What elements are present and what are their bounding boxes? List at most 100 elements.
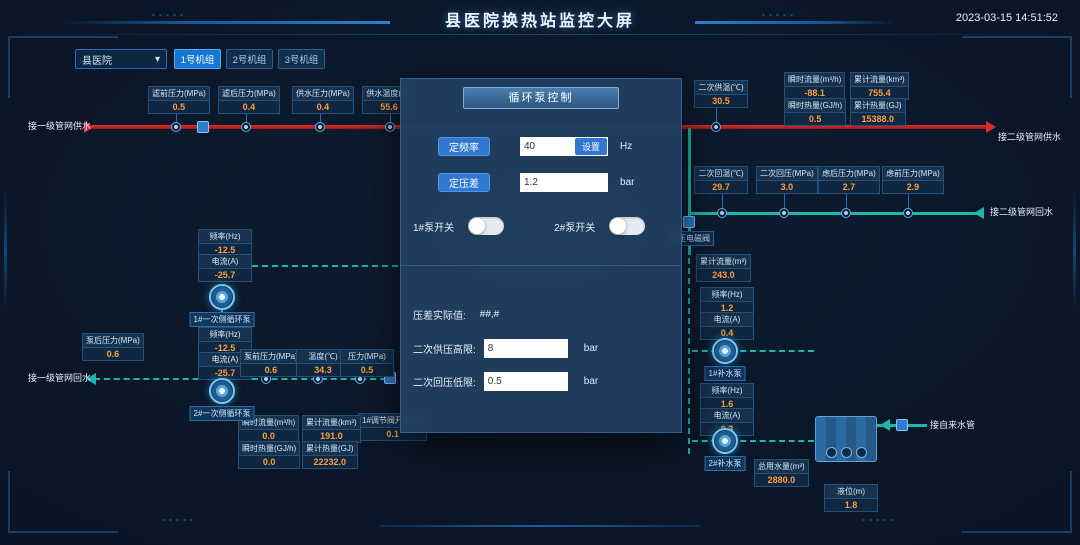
sensor-box: 泵前压力(MPa)0.6 xyxy=(240,349,302,377)
tank-port-icon xyxy=(825,447,837,458)
sensor-label: 频率(Hz) xyxy=(198,229,252,243)
tank-port-icon xyxy=(855,447,867,458)
pump-icon xyxy=(712,428,738,454)
sensor-connector xyxy=(908,192,909,212)
sensor-label: 累计流量(m³) xyxy=(696,254,751,268)
gauge-icon xyxy=(711,122,721,132)
sensor-value: 2.9 xyxy=(882,180,944,194)
chevron-down-icon: ▾ xyxy=(154,53,160,65)
tank-port-icon xyxy=(840,447,852,458)
sensor-label: 虑后压力(MPa) xyxy=(818,166,880,180)
actual-pressure-value: ##,# xyxy=(479,309,500,320)
flow-arrow-icon xyxy=(86,373,96,385)
actual-pressure-label: 压差实际值: xyxy=(413,311,466,322)
sensor-label: 频率(Hz) xyxy=(198,327,252,341)
tab-unit-1[interactable]: 1号机组 xyxy=(174,49,221,69)
pump-icon xyxy=(712,338,738,364)
sensor-box: 累计热量(GJ)15388.0 xyxy=(850,98,906,126)
pump-icon xyxy=(209,284,235,310)
unit-tabs: 1号机组 2号机组 3号机组 xyxy=(174,49,325,69)
pump2-switch-label: 2#泵开关 xyxy=(554,222,596,234)
sensor-value: 0.0 xyxy=(238,455,301,469)
toggle-knob xyxy=(610,218,627,234)
gauge-icon xyxy=(779,208,789,218)
back-pressure-valve-icon xyxy=(683,216,695,228)
sensor-label: 电流(A) xyxy=(700,408,754,422)
sensor-label: 累计流量(km³) xyxy=(850,72,909,86)
sensor-box: 电流(A)-25.7 xyxy=(198,254,252,282)
supply-high-limit-input[interactable] xyxy=(483,339,568,358)
gauge-icon xyxy=(241,122,251,132)
sensor-box: 二次回温(℃)29.7 xyxy=(694,166,748,194)
sensor-label: 电流(A) xyxy=(700,312,754,326)
sensor-connector xyxy=(246,112,247,126)
water-tank xyxy=(815,416,877,462)
sensor-value: 0.5 xyxy=(784,112,847,126)
sensor-value: 2.7 xyxy=(818,180,880,194)
flow-arrow-icon xyxy=(84,121,94,133)
apply-frequency-button[interactable]: 设置 xyxy=(575,138,607,155)
flow-arrow-icon xyxy=(880,419,890,431)
gauge-icon xyxy=(385,122,395,132)
sensor-connector xyxy=(390,112,391,126)
sensor-box: 累计流量(km³)191.0 xyxy=(302,415,361,443)
sensor-connector xyxy=(722,192,723,212)
supply-high-limit-unit: bar xyxy=(583,343,599,354)
gauge-icon xyxy=(717,208,727,218)
return-low-limit-unit: bar xyxy=(583,376,599,387)
sensor-label: 频率(Hz) xyxy=(700,287,754,301)
sensor-box: 二次回压(MPa)3.0 xyxy=(756,166,818,194)
sensor-value: 34.3 xyxy=(296,363,350,377)
tank-inlet-valve-icon xyxy=(896,419,908,431)
pressure-input-wrap xyxy=(520,173,608,192)
sensor-box: 液位(m)1.8 xyxy=(824,484,878,512)
station-select-value: 县医院 xyxy=(82,55,112,67)
sensor-label: 压力(MPa) xyxy=(340,349,394,363)
set-frequency-button[interactable]: 定频率 xyxy=(438,137,490,156)
tab-unit-2[interactable]: 2号机组 xyxy=(226,49,273,69)
pressure-diff-input[interactable] xyxy=(520,173,608,192)
flow-arrow-icon xyxy=(986,121,996,133)
sensor-box: 滤前压力(MPa)0.5 xyxy=(148,86,210,114)
gauge-icon xyxy=(903,208,913,218)
sensor-label: 二次回温(℃) xyxy=(694,166,748,180)
pump1-switch-label: 1#泵开关 xyxy=(413,222,455,234)
gauge-icon xyxy=(841,208,851,218)
pump-label: 2#一次侧循环泵 xyxy=(189,406,255,421)
sensor-label: 总用水量(m³) xyxy=(754,459,809,473)
sensor-box: 频率(Hz)-12.5 xyxy=(198,229,252,257)
tab-unit-3[interactable]: 3号机组 xyxy=(278,49,325,69)
sensor-value: 29.7 xyxy=(694,180,748,194)
pipe-label-secondary-return: 接二级管网回水 xyxy=(990,207,1054,217)
pump1-switch[interactable] xyxy=(468,217,505,235)
pump2-switch[interactable] xyxy=(609,217,646,235)
station-select[interactable]: 县医院 ▾ xyxy=(75,49,167,69)
sensor-connector xyxy=(320,112,321,126)
pressure-unit: bar xyxy=(620,177,635,188)
pipe-label-primary-supply: 接一级管网供水 xyxy=(28,121,92,131)
set-pressure-diff-button[interactable]: 定压差 xyxy=(438,173,490,192)
sensor-box: 二次供温(℃)30.5 xyxy=(694,80,748,108)
sensor-label: 泵前压力(MPa) xyxy=(240,349,302,363)
sensor-box: 瞬时热量(GJ/h)0.5 xyxy=(784,98,847,126)
sensor-box: 压力(MPa)0.5 xyxy=(340,349,394,377)
pump-label: 1#一次侧循环泵 xyxy=(189,312,255,327)
sensor-value: 0.4 xyxy=(292,100,354,114)
sensor-box: 温度(℃)34.3 xyxy=(296,349,350,377)
makeup-line xyxy=(688,258,690,454)
sensor-label: 频率(Hz) xyxy=(700,383,754,397)
sensor-box: 电流(A)-25.7 xyxy=(198,352,252,380)
return-riser xyxy=(688,128,691,214)
frequency-unit: Hz xyxy=(620,141,633,152)
sensor-box: 频率(Hz)1.6 xyxy=(700,383,754,411)
sensor-box: 频率(Hz)1.2 xyxy=(700,287,754,315)
sensor-value: 0.5 xyxy=(148,100,210,114)
sensor-box: 泵后压力(MPa)0.6 xyxy=(82,333,144,361)
return-low-limit-label: 二次回压低限: xyxy=(413,378,476,389)
sensor-label: 累计热量(GJ) xyxy=(302,441,358,455)
pipe-label-primary-return: 接一级管网回水 xyxy=(28,373,92,383)
sensor-label: 泵后压力(MPa) xyxy=(82,333,144,347)
sensor-box: 虑前压力(MPa)2.9 xyxy=(882,166,944,194)
return-low-limit-input[interactable] xyxy=(483,372,568,391)
